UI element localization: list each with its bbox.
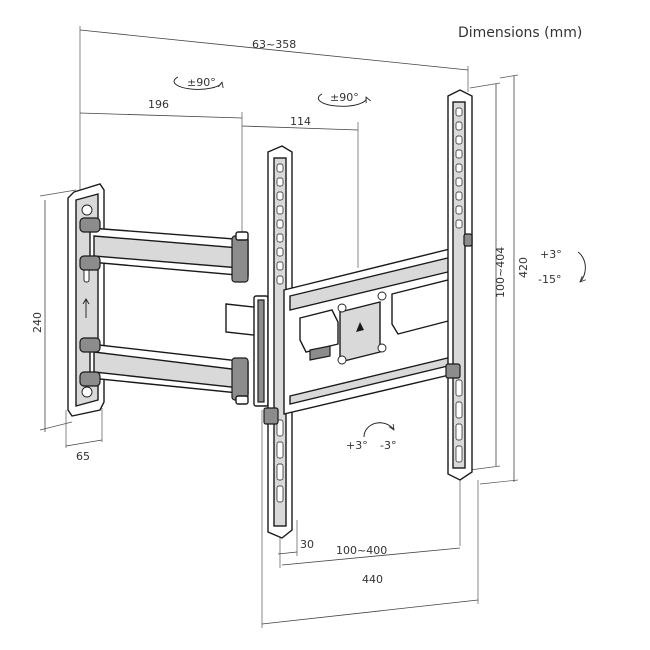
- dim-wall-plate-height: 240: [31, 312, 44, 333]
- level-indicator: +3° -3°: [346, 422, 396, 452]
- dim-vesa-vertical: 100~404: [494, 247, 507, 298]
- dim-arm1-length: 196: [148, 98, 169, 111]
- upper-arm: [79, 217, 249, 283]
- dimension-lines: [39, 26, 519, 628]
- dim-slot-offset: 30: [300, 538, 314, 551]
- rotation-swivel-1: ±90°: [187, 76, 216, 89]
- dim-arm2-length: 114: [290, 115, 311, 128]
- dim-bracket-height: 420: [517, 257, 530, 278]
- tilt-indicator: +3° -15°: [538, 248, 585, 286]
- dim-wall-plate-width: 65: [76, 450, 90, 463]
- rotation-swivel-2: ±90°: [330, 91, 359, 104]
- rotation-tilt-up: +3°: [540, 248, 562, 261]
- left-vertical-rail: [263, 145, 293, 539]
- dim-overall-reach: 63~358: [252, 38, 296, 51]
- rotation-tilt-down: -15°: [538, 273, 561, 286]
- rotation-level-minus: -3°: [380, 439, 396, 452]
- center-hinge: [225, 295, 269, 407]
- right-vertical-rail: [445, 89, 473, 481]
- horizontal-bracket: [283, 245, 463, 415]
- diagram-title: Dimensions (mm): [458, 25, 582, 41]
- lower-arm: [79, 337, 249, 405]
- rotation-level-plus: +3°: [346, 439, 368, 452]
- dim-vesa-horizontal: 100~400: [336, 544, 387, 557]
- swivel-indicator-2: ±90°: [317, 91, 366, 107]
- swivel-indicator-1: ±90°: [173, 76, 222, 90]
- dim-bracket-width: 440: [362, 573, 383, 586]
